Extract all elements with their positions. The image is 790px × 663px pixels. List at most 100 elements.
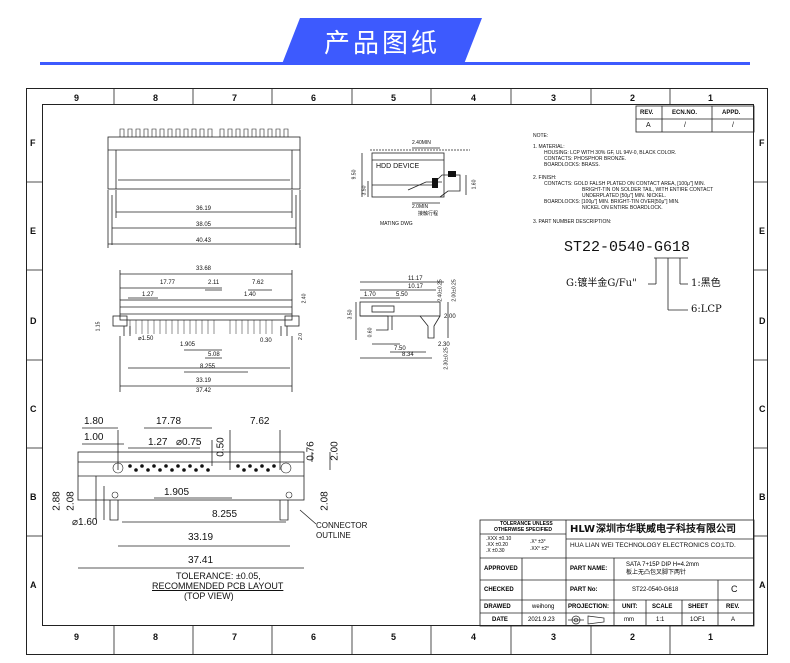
tol-angle-2: .XX° ±2° [530,546,549,552]
grid-col-6: 6 [311,93,317,103]
note-finish-4: BOARDLOCKS: [100μ"] MIN. BRIGHT-TIN OVER… [544,199,680,205]
banner-tab: 产品图纸 [282,18,482,64]
scale-label: SCALE [652,604,673,610]
date-value: 2021.9.23 [528,617,555,623]
dim-pcb-17-78: 17.78 [156,416,182,427]
dim-33-19: 33.19 [196,378,212,384]
dim-40-43: 40.43 [196,238,212,244]
tol-xx: .XX ±0.20 [486,542,508,548]
company-logo: HLW [570,524,595,535]
grid-col-1-bottom: 1 [708,632,714,642]
rev-value-bottom: A [731,617,736,623]
dim-pcb-1-27: 1.27 [148,437,168,448]
dim-pcb-33-19: 33.19 [188,532,214,543]
grid-col-8-bottom: 8 [153,632,159,642]
part-no-value: ST22-0540-G618 [632,587,679,593]
dim-pcb-2-00: 2.00 [329,441,341,461]
dim-2-00-tol: 2.00±0.25 [451,279,458,302]
grid-row-f: F [30,138,36,148]
grid-col-7: 7 [232,93,238,103]
dim-pcb-dia-0-75: ⌀0.75 [176,437,202,448]
part-code-g: G:镀半金G/Fu" [566,278,637,289]
dim-5-08: 5.08 [208,352,220,358]
dim-pcb-8-255: 8.255 [212,509,238,520]
grid-col-5: 5 [391,93,397,103]
dim-3-50-side: 3.50 [347,309,354,320]
grid-row-e: E [30,226,37,236]
dim-3-50: 3.50 [361,185,368,196]
note-part-number: 3. PART NUMBER DESCRIPTION: [533,219,612,225]
rev-header: REV. [640,110,654,116]
dim-7-50: 7.50 [394,346,406,352]
dim-pcb-0-76: 0.76 [305,441,317,461]
dim-pcb-7-62: 7.62 [250,416,270,427]
grid-row-c-right: C [759,404,766,414]
note-finish-1: CONTACTS: GOLD FALSH PLATED ON CONTACT A… [544,181,705,187]
part-no-label: PART No: [570,587,598,593]
drawing-sheet-border [26,88,768,655]
tol-xxx: .XXX ±0.10 [486,536,512,542]
note-finish-5: NICKEL ON ENTIRE BOARDLOCK. [582,205,663,211]
dim-0-30: 0.30 [260,338,272,344]
dim-2-40-tol: 2.40±0.25 [437,279,444,302]
dim-2-0: 2.0 [297,333,304,340]
appd-value: / [732,122,734,129]
grid-row-e-right: E [759,226,766,236]
note-finish-3: UNDERPLATED [50μ"] MIN. NICKEL. [582,193,667,199]
grid-col-9: 9 [74,93,80,103]
dim-1-60: 1.60 [471,179,478,190]
grid-row-b: B [30,492,37,502]
grid-col-3: 3 [551,93,557,103]
grid-col-8: 8 [153,93,159,103]
dim-33-68: 33.68 [196,266,212,272]
outline-label: OUTLINE [316,531,351,540]
sheet-label: SHEET [688,604,709,610]
dim-pcb-37-41: 37.41 [188,555,214,566]
drawed-label: DRAWED [484,604,511,610]
unit-label: UNIT: [622,604,638,610]
grid-row-f-right: F [759,138,765,148]
part-name-line2: 板上无凸包叉脚下两针 [626,570,687,576]
company-name-cn: 深圳市华联威电子科技有限公司 [596,524,736,535]
tolerance-note: TOLERANCE: ±0.05, [176,571,261,581]
grid-col-1: 1 [708,93,714,103]
grid-col-2: 2 [630,93,636,103]
grid-row-a: A [30,580,37,590]
grid-row-d-right: D [759,316,766,326]
dim-17-77: 17.77 [160,280,176,286]
top-view-note: (TOP VIEW) [184,591,234,601]
part-name-label: PART NAME: [570,566,608,572]
dim-8-34: 8.34 [402,352,414,358]
dim-8-255: 8.255 [200,364,216,370]
tol-x: .X ±0.30 [486,548,505,554]
grid-col-4-bottom: 4 [471,632,477,642]
grid-row-b-right: B [759,492,766,502]
dim-2-00-side: 2.00 [444,314,456,320]
part-code-1: 1:黑色 [691,278,721,289]
date-label: DATE [492,617,508,623]
dim-1-70: 1.70 [364,292,376,298]
tol-title-2: OTHERWISE SPECIFIED [494,527,552,533]
grid-col-3-bottom: 3 [551,632,557,642]
grid-col-6-bottom: 6 [311,632,317,642]
part-code: ST22-0540-G618 [564,239,691,256]
dim-1-15: 1.15 [95,321,102,332]
dim-2-30-tol: 2.30±0.25 [443,347,450,370]
banner-title: 产品图纸 [323,28,440,59]
grid-row-c: C [30,404,37,414]
dim-pcb-1-80: 1.80 [84,416,104,427]
ecn-value: / [684,122,686,129]
dim-2-0min: 2.0MIN [412,204,429,210]
grid-col-7-bottom: 7 [232,632,238,642]
dim-11-17: 11.17 [408,276,423,282]
dim-pcb-1-905: 1.905 [164,487,190,498]
dim-2-30-side: 2.30 [438,342,450,348]
part-code-6: 6:LCP [691,304,722,315]
rev-label: REV. [726,604,740,610]
dim-pcb-0-50: 0.50 [215,437,227,457]
dim-38-05: 38.05 [196,222,212,228]
dim-9-50: 9.50 [351,169,358,180]
appd-header: APPD. [722,110,741,116]
rev-value: A [646,122,651,129]
connector-label: CONNECTOR [316,521,368,530]
